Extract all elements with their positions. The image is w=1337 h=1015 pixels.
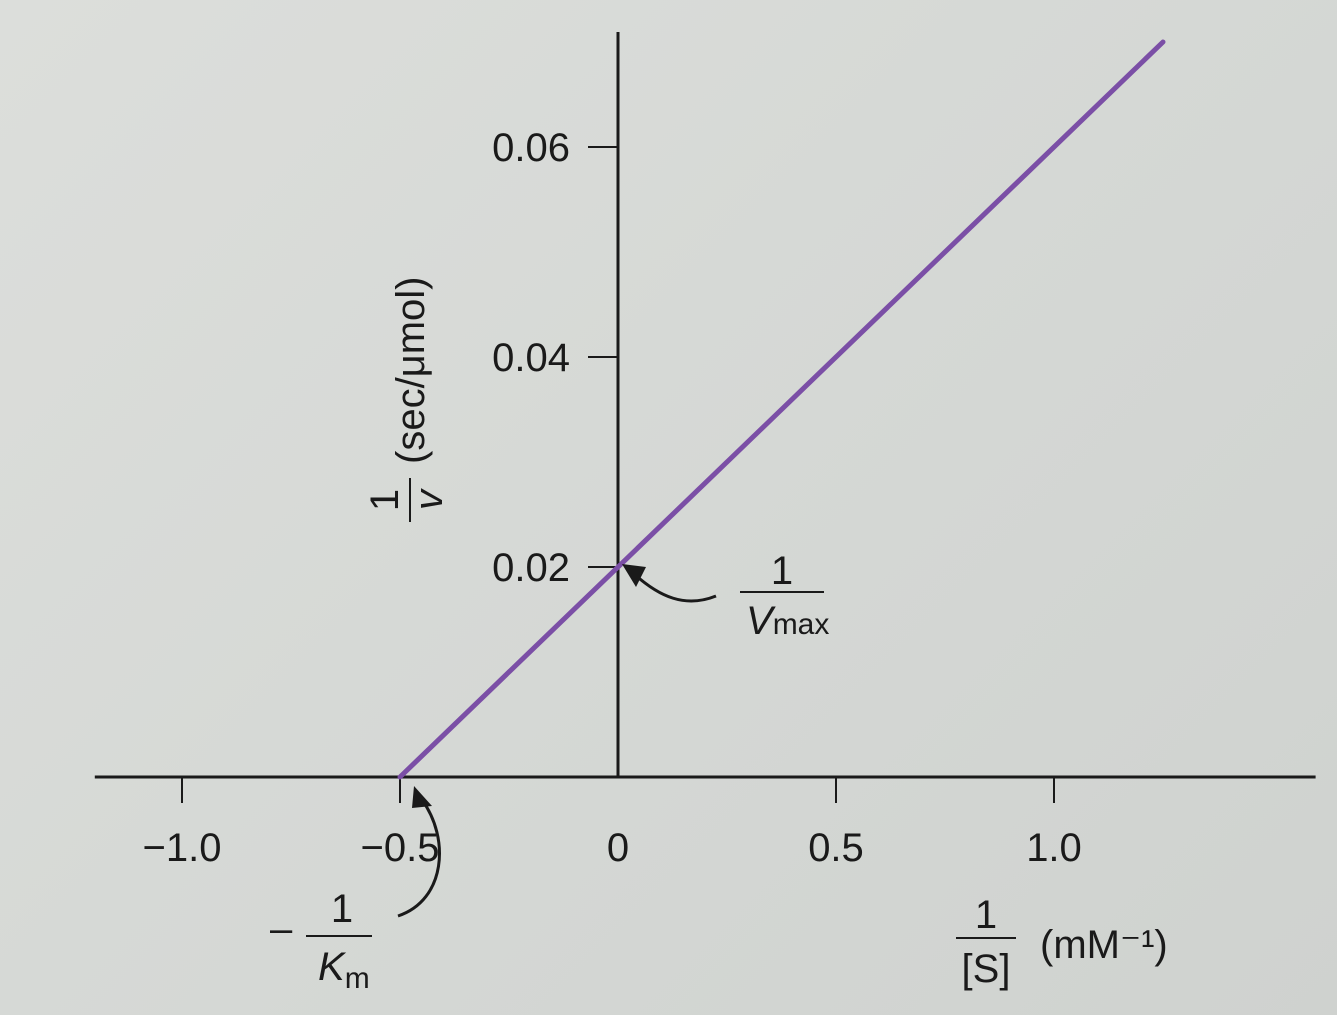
y-label-denominator: v — [407, 488, 451, 510]
y-label-unit: (sec/μmol) — [389, 277, 433, 465]
km-arrowhead — [412, 786, 432, 808]
vmax-denominator: Vmax — [746, 599, 829, 643]
vmax-arrowhead — [622, 564, 646, 587]
vmax-numerator: 1 — [771, 549, 793, 593]
ticks: −1.0 −0.5 0 0.5 1.0 0.02 0.04 0.06 — [143, 126, 1082, 870]
axes — [94, 32, 1316, 779]
y-tick-label: 0.02 — [492, 546, 570, 590]
y-label-numerator: 1 — [363, 489, 407, 511]
vmax-arrow — [630, 570, 717, 603]
y-tick-label: 0.04 — [492, 336, 570, 380]
reciprocal-line — [397, 39, 1166, 780]
x-tick-label: −1.0 — [143, 826, 222, 870]
x-tick-label: −0.5 — [361, 826, 440, 870]
km-denominator: Km — [318, 945, 370, 995]
y-tick-label: 0.06 — [492, 126, 570, 170]
x-tick-label: 0 — [607, 826, 629, 870]
x-tick-label: 0.5 — [808, 826, 864, 870]
x-label-numerator: 1 — [975, 893, 997, 937]
km-arrow — [397, 799, 441, 918]
x-label-unit: (mM⁻¹) — [1040, 923, 1168, 967]
km-numerator: 1 — [331, 887, 353, 931]
x-label-denominator: [S] — [962, 947, 1011, 991]
x-tick-label: 1.0 — [1026, 826, 1082, 870]
series — [397, 39, 1166, 780]
km-minus: – — [270, 907, 293, 951]
